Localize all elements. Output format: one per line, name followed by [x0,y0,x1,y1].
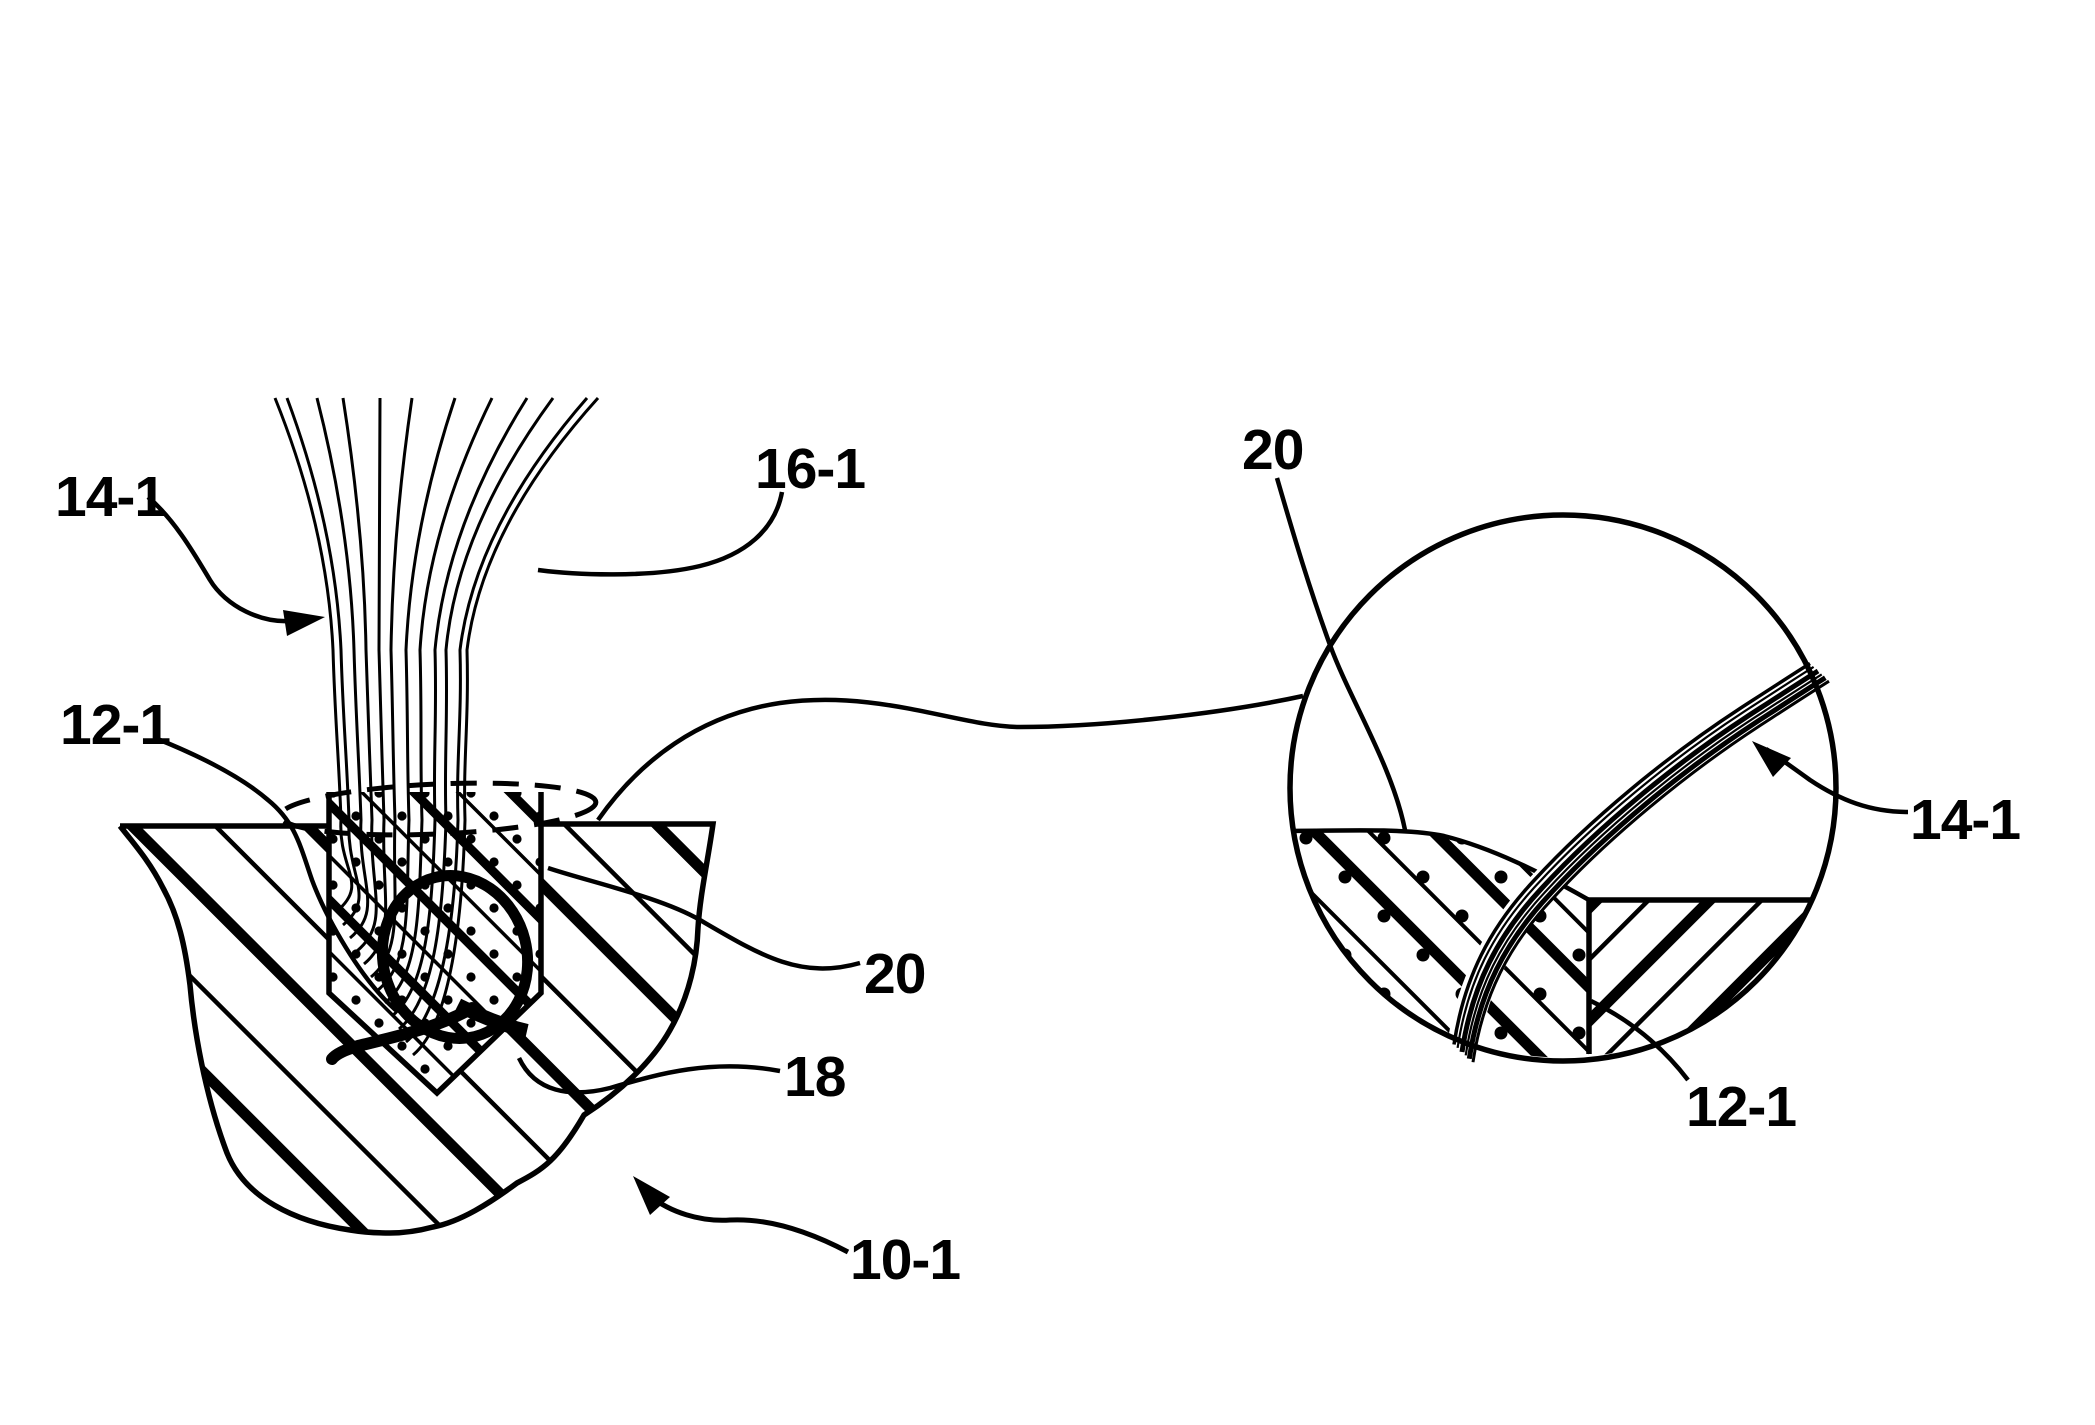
knot-tail [326,1002,478,1065]
arrowhead-main-10-1-icon [633,1176,670,1215]
label-detail-20: 20 [1242,418,1303,482]
arrowhead-main-14-1-icon [283,610,325,636]
main-view [117,396,717,1236]
label-detail-12-1: 12-1 [1686,1075,1796,1139]
label-main-10-1: 10-1 [850,1228,960,1292]
knot-stub [454,998,529,1038]
label-main-18: 18 [784,1045,845,1109]
leader-main-14-1 [146,495,299,624]
projection-line [596,693,1304,822]
label-main-20: 20 [864,942,925,1006]
detail-fiber-ribbon [1446,657,1830,1063]
knot [326,870,534,1065]
knot-ring [376,870,534,1044]
leader-main-16-1 [537,491,785,577]
label-detail-14-1: 14-1 [1910,788,2020,852]
detail-region-marker [277,780,599,838]
leader-detail-12-1 [1590,998,1690,1082]
fiber-bundle [273,396,600,1057]
leader-main-12-1 [154,735,400,1014]
label-main-16-1: 16-1 [755,437,865,501]
leader-main-18 [516,1056,781,1095]
labels: 14-1 12-1 16-1 20 18 10-1 20 14-1 12-1 [55,418,2021,1292]
leader-detail-20 [1274,477,1408,831]
annotations [146,477,1909,1255]
detail-view [1287,512,1839,1064]
leader-main-20 [547,865,861,971]
arrowhead-detail-14-1-icon [1752,741,1791,777]
detail-circle [1287,512,1839,1064]
socket-outline [326,792,544,1097]
label-main-14-1: 14-1 [55,465,165,529]
block-edges [1586,897,1812,1054]
label-main-12-1: 12-1 [60,693,170,757]
leader-main-10-1 [648,1194,850,1255]
